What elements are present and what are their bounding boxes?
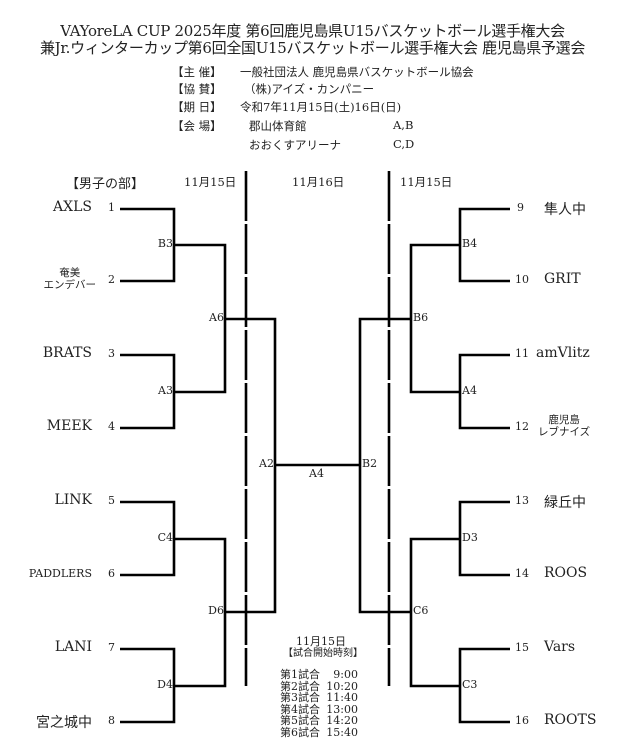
schedule-game-time: 14:20: [326, 714, 358, 727]
schedule-row: 第4試合 13:00: [280, 702, 358, 716]
match-label: D6: [208, 604, 224, 617]
seed-number-left: 3: [108, 347, 115, 360]
seed-number-right: 13: [515, 494, 529, 507]
match-label: B2: [362, 457, 378, 470]
match-label: C3: [462, 678, 478, 691]
seed-number-left: 8: [108, 714, 115, 727]
team-name-right: GRIT: [544, 271, 581, 287]
team-name-right: 鹿児島 レブナイズ: [538, 414, 591, 438]
date-header-center: 11月16日: [292, 175, 345, 189]
venue-name-2: おおくすアリーナ: [249, 138, 341, 152]
team-name-right: amVlitz: [536, 345, 590, 361]
match-label: C6: [413, 604, 429, 617]
seed-number-right: 15: [515, 641, 529, 654]
team-name-right: 隼人中: [544, 202, 586, 218]
team-name-right: 緑丘中: [544, 495, 586, 511]
schedule-row: 第6試合 15:40: [280, 725, 358, 739]
schedule-row: 第3試合 11:40: [280, 692, 358, 704]
organizer-label: 【主 催】: [172, 65, 222, 79]
seed-number-left: 1: [108, 201, 115, 214]
match-label: B4: [462, 237, 478, 250]
seed-number-left: 2: [108, 273, 115, 286]
match-label: A4: [462, 384, 477, 397]
schedule-date: 11月15日: [296, 635, 346, 648]
dates-value: 令和7年11月15日(土)16日(日): [240, 100, 402, 114]
schedule-game-time: 13:00: [326, 702, 358, 716]
seed-number-left: 5: [108, 494, 115, 507]
team-name-left: 宮之城中: [36, 715, 92, 731]
schedule-row: 第5試合 14:20: [280, 715, 358, 727]
team-name-left: LANI: [54, 639, 92, 655]
match-label: D3: [462, 531, 478, 544]
schedule-game-label: 第1試合: [280, 668, 320, 681]
title-line-2: 兼Jr.ウィンターカップ第6回全国U15バスケットボール選手権大会 鹿児島県予選…: [39, 39, 586, 57]
seed-number-right: 16: [515, 714, 529, 727]
seed-number-right: 14: [515, 567, 529, 580]
schedule-row: 第2試合 10:20: [280, 679, 358, 693]
seed-number-left: 6: [108, 567, 115, 580]
seed-number-right: 12: [515, 420, 529, 433]
seed-number-left: 4: [108, 420, 115, 433]
seed-number-right: 9: [517, 201, 524, 214]
sponsor-value: （株)アイズ・カンパニー: [244, 82, 375, 96]
division-label: 【男子の部】: [66, 177, 145, 192]
schedule-game-label: 第6試合: [280, 725, 320, 739]
schedule-game-time: 9:00: [333, 668, 358, 681]
schedule-game-label: 第2試合: [280, 679, 320, 693]
seed-number-right: 10: [515, 273, 529, 286]
sponsor-label: 【協 賛】: [172, 82, 222, 96]
team-name-left: MEEK: [46, 418, 92, 434]
team-name-left: PADDLERS: [28, 567, 92, 580]
team-name-left: AXLS: [53, 199, 92, 215]
venue-courts-1: A,B: [393, 118, 414, 132]
date-header-left: 11月15日: [184, 175, 237, 189]
seed-number-right: 11: [515, 347, 529, 360]
title-line-1: VAYoreLA CUP 2025年度 第6回鹿児島県U15バスケットボール選手…: [60, 22, 565, 40]
schedule-list: 第1試合 9:00 第2試合 10:20 第3試合 11:40 第4試合 13:00 第5試合 1…: [280, 669, 358, 738]
schedule-game-time: 11:40: [326, 691, 358, 704]
seed-number-left: 7: [108, 641, 115, 654]
schedule-game-label: 第4試合: [280, 702, 320, 716]
date-header-right: 11月15日: [400, 175, 453, 189]
venue-name-1: 郡山体育館: [249, 119, 307, 133]
match-label: B6: [413, 311, 429, 324]
team-name-left: 奄美 エンデバー: [43, 267, 97, 291]
final-match-label: A4: [309, 467, 324, 480]
organizer-value: 一般社団法人 鹿児島県バスケットボール協会: [240, 65, 474, 79]
match-label: C4: [157, 531, 173, 544]
match-label: A3: [158, 384, 173, 397]
venue-label: 【会 場】: [172, 119, 222, 133]
schedule-game-label: 第5試合: [280, 714, 320, 727]
schedule-row: 第1試合 9:00: [280, 669, 358, 681]
schedule-game-label: 第3試合: [280, 691, 320, 704]
team-name-left: BRATS: [42, 345, 92, 361]
schedule-heading: 【試合開始時刻】: [283, 648, 363, 659]
match-label: A2: [259, 457, 274, 470]
schedule-game-time: 10:20: [326, 679, 358, 693]
venue-courts-2: C,D: [393, 137, 415, 151]
team-name-left: LINK: [54, 492, 92, 508]
team-name-right: Vars: [544, 639, 576, 655]
match-label: B3: [157, 237, 173, 250]
schedule-game-time: 15:40: [326, 725, 358, 739]
dates-label: 【期 日】: [172, 100, 222, 114]
match-label: A6: [209, 311, 224, 324]
match-label: D4: [157, 678, 173, 691]
team-name-right: ROOS: [544, 565, 588, 581]
team-name-right: ROOTS: [544, 712, 597, 728]
